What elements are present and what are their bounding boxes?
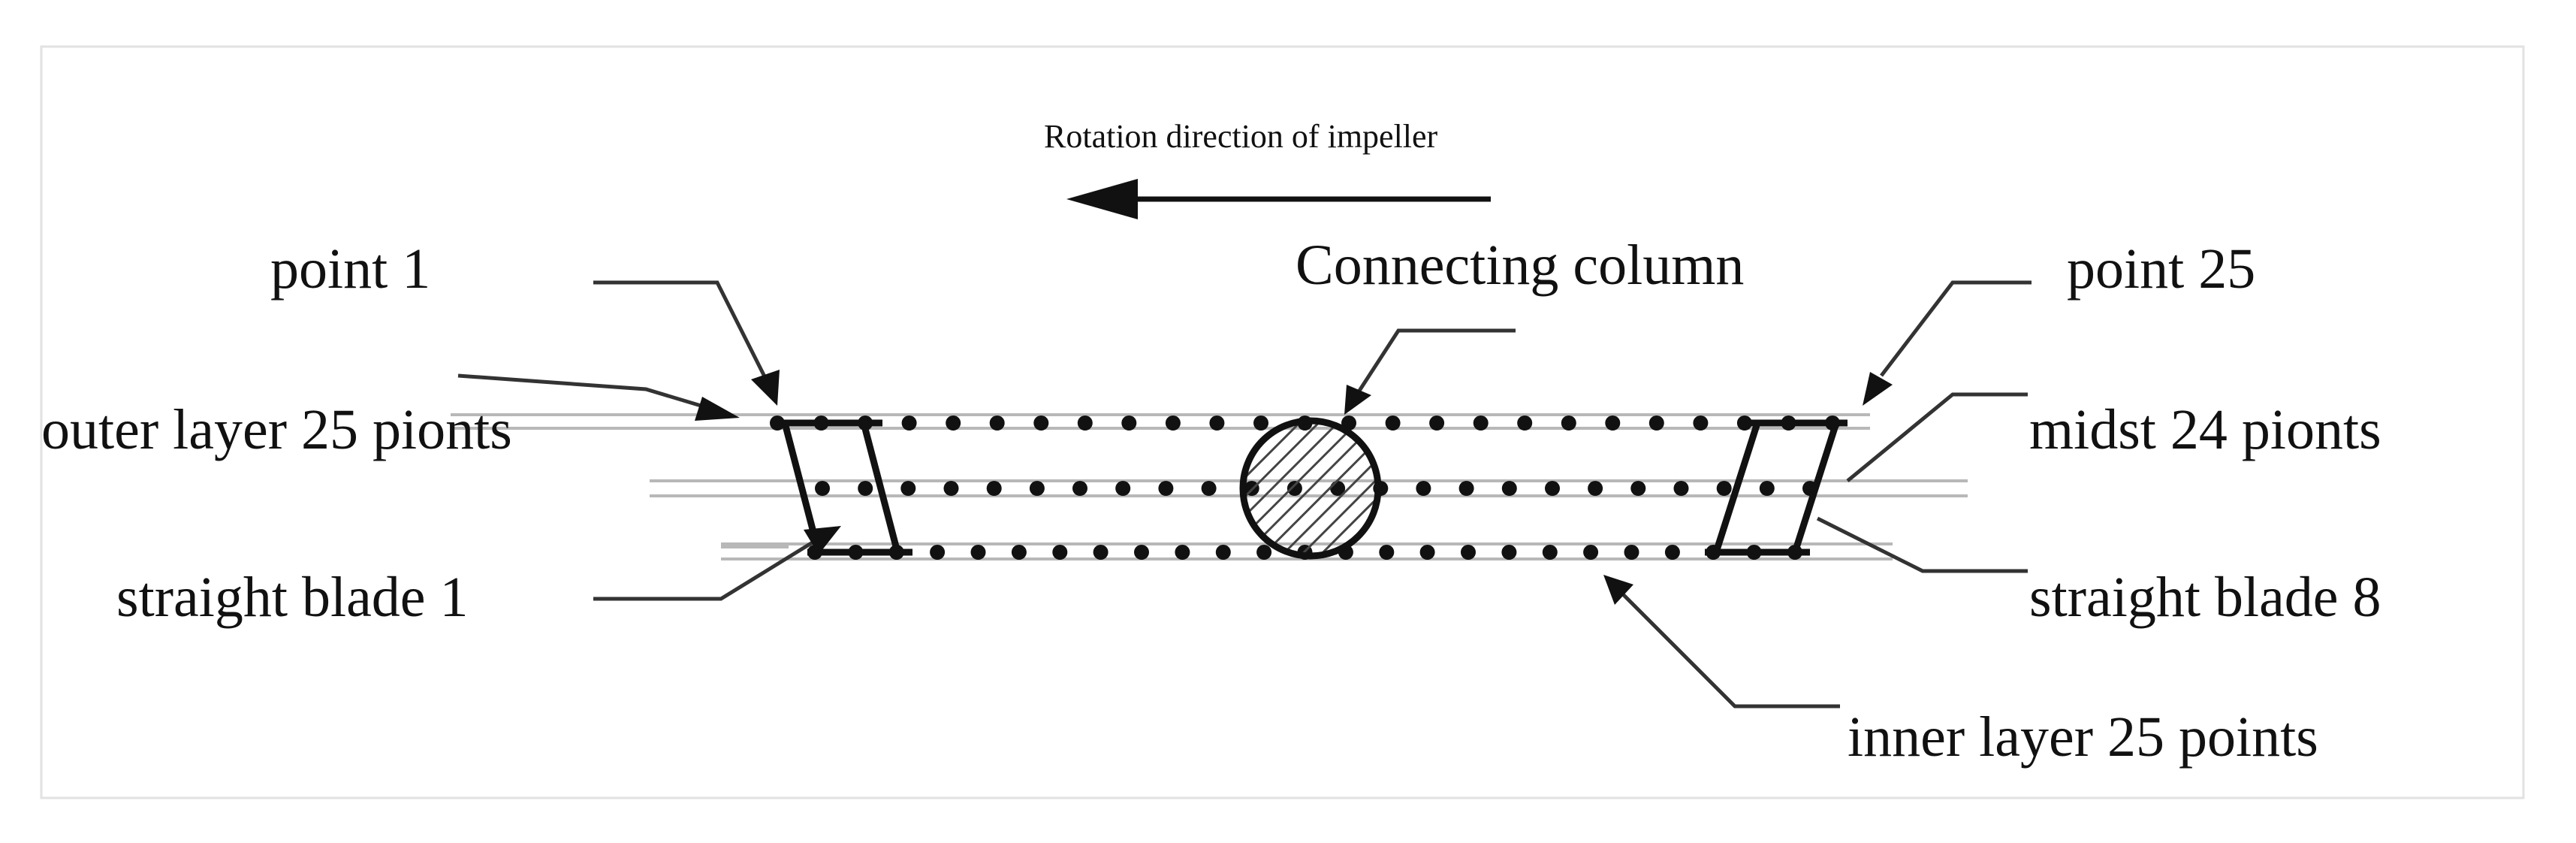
midst-layer-point — [1673, 481, 1689, 496]
inner-layer-point — [1461, 545, 1476, 560]
inner-layer-point — [1134, 545, 1149, 560]
midst-layer-point — [1588, 481, 1603, 496]
straight-blade-1 — [774, 419, 912, 556]
midst-layer-point — [1115, 481, 1131, 496]
label-inner-layer: inner layer 25 points — [1848, 706, 2318, 769]
leader-straight-blade-8 — [1816, 516, 2028, 573]
outer-layer-point — [1385, 415, 1401, 431]
outer-layer-point — [1473, 415, 1489, 431]
midst-layer-point — [1201, 481, 1217, 496]
inner-layer-point — [1052, 545, 1068, 560]
inner-layer-point — [1379, 545, 1395, 560]
inner-layer-point — [1215, 545, 1231, 560]
label-straight-blade-1: straight blade 1 — [116, 566, 469, 629]
rotation-arrow — [1066, 179, 1491, 219]
leader-straight-blade-1 — [593, 526, 841, 601]
midst-layer-point — [943, 481, 959, 496]
outer-layer-point — [1429, 415, 1445, 431]
midst-layer-point — [1458, 481, 1474, 496]
frame-border — [40, 45, 2525, 799]
layer-guides — [451, 413, 1968, 560]
connecting-column-circle — [1239, 417, 1382, 560]
outer-layer-point — [1605, 415, 1621, 431]
inner-layer-point — [970, 545, 986, 560]
leader-point-1 — [593, 280, 780, 406]
outer-layer-point — [1517, 415, 1533, 431]
leader-point-25 — [1863, 280, 2032, 406]
outer-layer-point — [901, 415, 917, 431]
outer-layer-point — [1077, 415, 1093, 431]
midst-layer-point — [1630, 481, 1646, 496]
midst-layer-point — [1416, 481, 1431, 496]
leader-midst — [1846, 392, 2028, 482]
midst-layer-point — [858, 481, 873, 496]
inner-layer-point — [1175, 545, 1190, 560]
midst-layer-point — [1759, 481, 1775, 496]
outer-layer-point — [1165, 415, 1181, 431]
midst-layer-point — [815, 481, 830, 496]
inner-layer-points — [807, 545, 1802, 560]
inner-layer-point — [1093, 545, 1109, 560]
outer-layer-point — [1561, 415, 1576, 431]
label-outer-layer: outer layer 25 pionts — [41, 398, 512, 461]
outer-layer-point — [946, 415, 961, 431]
inner-layer-point — [1664, 545, 1680, 560]
midst-layer-point — [1029, 481, 1045, 496]
midst-layer-point — [1716, 481, 1732, 496]
inner-layer-point — [1583, 545, 1599, 560]
outer-layer-point — [989, 415, 1005, 431]
label-connecting-column: Connecting column — [1296, 234, 1744, 297]
midst-layer-point — [986, 481, 1002, 496]
inner-layer-point — [1542, 545, 1558, 560]
label-point-1: point 1 — [270, 237, 430, 301]
inner-layer-point — [1624, 545, 1639, 560]
inner-layer-point — [1419, 545, 1435, 560]
midst-layer-point — [1072, 481, 1087, 496]
outer-layer-point — [1121, 415, 1137, 431]
outer-layer-point — [1209, 415, 1225, 431]
inner-layer-point — [1011, 545, 1027, 560]
label-straight-blade-8: straight blade 8 — [2029, 566, 2381, 629]
midst-layer-point — [900, 481, 916, 496]
midst-layer-point — [1501, 481, 1517, 496]
inner-layer-point — [930, 545, 946, 560]
outer-layer-point — [1033, 415, 1049, 431]
leader-connecting-column — [1344, 328, 1516, 415]
midst-layer-point — [1545, 481, 1560, 496]
inner-layer-point — [1256, 545, 1272, 560]
inner-layer-point — [1501, 545, 1517, 560]
label-point-25: point 25 — [2067, 237, 2255, 301]
label-midst: midst 24 pionts — [2029, 398, 2381, 461]
outer-layer-point — [1253, 415, 1268, 431]
rotation-title: Rotation direction of impeller — [1044, 118, 1438, 155]
midst-layer-point — [1158, 481, 1174, 496]
leader-inner-layer — [1603, 575, 1840, 709]
leader-outer-layer — [457, 373, 740, 421]
outer-layer-point — [1693, 415, 1709, 431]
straight-blade-8 — [1705, 419, 1848, 556]
outer-layer-point — [1648, 415, 1664, 431]
